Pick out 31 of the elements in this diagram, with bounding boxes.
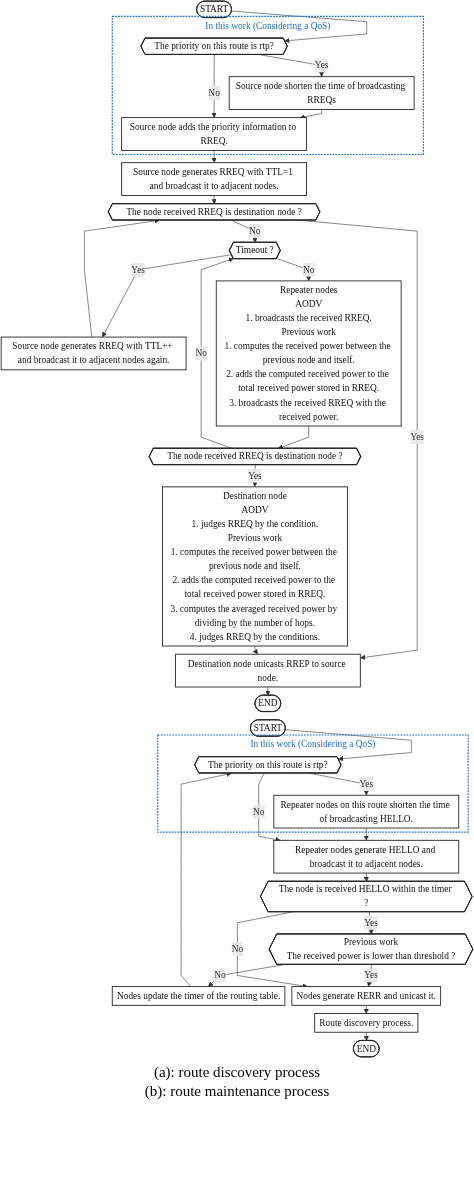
cluster: [111, 15, 425, 156]
edge-label: No: [208, 87, 220, 98]
node-box: [273, 794, 460, 829]
edge-label: No: [231, 943, 244, 954]
edge-label: No: [214, 970, 226, 981]
node-box: [121, 117, 307, 151]
node-box: [215, 280, 402, 427]
node-box: [174, 653, 361, 688]
figure-caption: (b): route maintenance process: [143, 1083, 331, 1100]
edge-label: Yes: [359, 778, 374, 789]
edge-label: Yes: [364, 970, 378, 981]
cluster: [157, 734, 469, 833]
edge-label: Yes: [314, 60, 329, 71]
edge-label: No: [195, 348, 207, 359]
figure-caption: (a): route discovery process: [152, 1064, 322, 1081]
edge-label: Yes: [131, 264, 145, 275]
edge-label: No: [249, 225, 261, 236]
node-box: [121, 162, 307, 196]
edge-label: Yes: [364, 917, 378, 928]
flowchart: START In this work (Considering a QoS) The priority on this route is rtp? Yes Source node shorten the time of broadcasting RREQs No Source node adds the priority information to RREQ. Source node generates RREQ with TTL=1 and broadcast it to adjacent nodes. The node received RREQ is destination node ? No Timeout ? Yes No Repeater nodes AODV 1. broadcasts the received RREQ. Previous work 1. computes the received power between the previous node and itself. 2. adds the computed received power to the total received power stored in RREQ. 3. broadcasts the received RREQ with the received power. Source node generates RREQ with TTL++ and broadcast it to adjacent nodes again. No Yes The node received RREQ is destination node ? Yes Destination node AODV 1. judges RREQ by the condition. Previous work 1. computes the received power between the previous node and itself. 2. adds the computed received power to the total received power stored in RREQ. 3. computes the averaged received power by dividing by the number of hops. 4. judges RREQ by the conditions. Destination node unicasts RREP to source node. END START In this work (Considering a QoS) The priority on this route is rtp? Yes Repeater nodes on this route shorten the time of broadcasting HELLO. No Repeater nodes generate HELLO and broadcast it to adjacent nodes. The node is received HELLO within the timer ? Yes Previous work The received power is lower than threshold ? No No Yes Nodes update the timer of the routing table. Nodes generate RERR and unicast it. Route discovery process. END: [0, 0, 474, 1058]
node-box: [111, 986, 286, 1006]
edge-label: Yes: [410, 431, 425, 442]
edge-label: No: [253, 806, 265, 817]
edge-label: Yes: [248, 470, 262, 481]
node-box: [291, 986, 442, 1006]
node-box: [273, 839, 460, 874]
node-box: [162, 486, 348, 647]
edge-label: No: [302, 264, 315, 275]
node-box: [0, 336, 187, 371]
node-box: [228, 76, 415, 110]
node-box: [314, 1013, 419, 1033]
